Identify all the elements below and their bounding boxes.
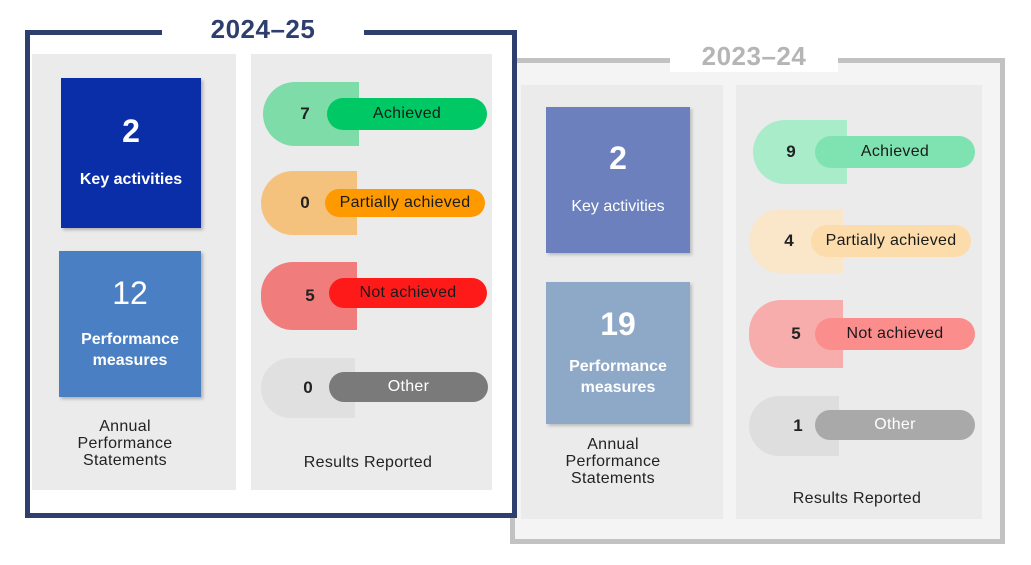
- performance-measures-label-line1: Performance: [569, 358, 667, 375]
- aps-caption-line2: Performance: [565, 453, 661, 470]
- aps-caption-line1: Annual: [99, 418, 151, 435]
- key-activities-count: 2: [609, 140, 627, 176]
- result-achieved-2024-25: 7 Achieved: [263, 82, 487, 146]
- results-caption-2024-25: Results Reported: [303, 454, 433, 471]
- performance-measures-label: Performance measures: [81, 329, 179, 371]
- performance-measures-label-line2: measures: [92, 352, 168, 369]
- result-label: Partially achieved: [811, 225, 971, 257]
- result-partially-achieved-2023-24: 4 Partially achieved: [749, 209, 971, 273]
- result-achieved-2023-24: 9 Achieved: [753, 120, 975, 184]
- result-count: 1: [793, 416, 803, 435]
- result-not-achieved-2024-25: 5 Not achieved: [261, 262, 487, 330]
- result-count: 9: [786, 142, 796, 161]
- aps-caption-line2: Performance: [77, 435, 173, 452]
- performance-measures-label: Performance measures: [569, 356, 667, 398]
- aps-caption-2023-24: Annual Performance Statements: [536, 436, 690, 487]
- result-label: Not achieved: [815, 318, 975, 350]
- aps-caption-line3: Statements: [571, 470, 655, 487]
- result-other-2023-24: 1 Other: [749, 396, 975, 460]
- key-activities-tile-2024-25: 2 Key activities: [61, 78, 201, 228]
- key-activities-tile-2023-24: 2 Key activities: [546, 107, 690, 253]
- performance-measures-tile-2024-25: 12 Performance measures: [59, 251, 201, 397]
- result-count: 5: [305, 286, 315, 305]
- result-count: 0: [300, 193, 310, 212]
- result-label: Achieved: [815, 136, 975, 168]
- results-caption-2023-24: Results Reported: [792, 490, 922, 507]
- result-other-2024-25: 0 Other: [261, 358, 488, 422]
- result-count: 0: [303, 378, 313, 397]
- result-count: 4: [784, 231, 794, 250]
- result-count: 7: [300, 104, 310, 123]
- performance-measures-tile-2023-24: 19 Performance measures: [546, 282, 690, 424]
- result-label: Other: [815, 410, 975, 440]
- result-not-achieved-2023-24: 5 Not achieved: [749, 300, 975, 368]
- performance-measures-label-line2: measures: [580, 379, 656, 396]
- result-partially-achieved-2024-25: 0 Partially achieved: [261, 171, 485, 235]
- performance-measures-count: 19: [600, 306, 636, 342]
- year-title-2023-24: 2023–24: [670, 40, 838, 72]
- result-count: 5: [791, 324, 801, 343]
- aps-caption-line3: Statements: [83, 452, 167, 469]
- result-label: Other: [329, 372, 488, 402]
- result-label: Not achieved: [329, 278, 487, 308]
- result-label: Partially achieved: [325, 189, 485, 217]
- key-activities-count: 2: [122, 113, 140, 149]
- performance-measures-label-line1: Performance: [81, 331, 179, 348]
- key-activities-label: Key activities: [571, 198, 665, 215]
- result-label: Achieved: [327, 98, 487, 130]
- aps-caption-line1: Annual: [587, 436, 639, 453]
- key-activities-label: Key activities: [79, 171, 183, 188]
- performance-measures-count: 12: [112, 275, 148, 311]
- aps-caption-2024-25: Annual Performance Statements: [48, 418, 202, 469]
- year-title-2024-25: 2024–25: [162, 12, 364, 46]
